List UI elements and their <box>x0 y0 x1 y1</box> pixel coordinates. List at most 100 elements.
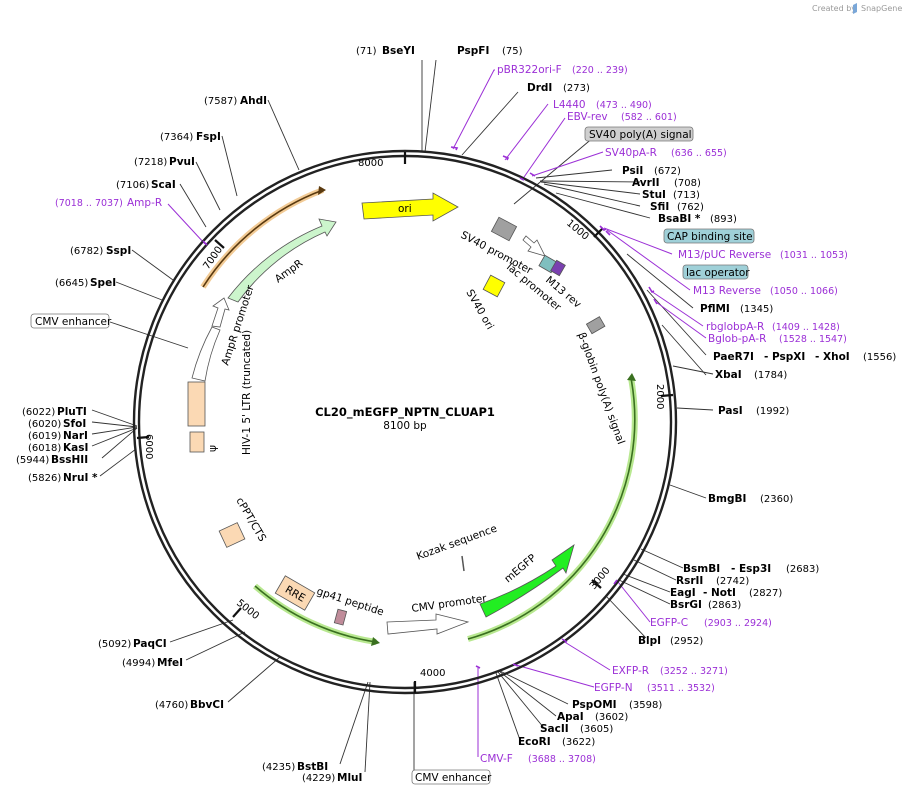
noti-name: - NotI <box>703 587 736 599</box>
bseyi-name: BseYI <box>382 45 415 57</box>
xbai-name: XbaI <box>715 369 742 381</box>
ecori-pos: (3622) <box>562 737 595 748</box>
gp41-label: gp41 peptide <box>315 585 385 618</box>
pvui-pos: (7218) <box>134 157 167 168</box>
pspfi-name: PspFI <box>457 45 489 57</box>
box-cmv-left: CMV enhancer <box>30 313 112 329</box>
eagi-name: EagI <box>670 587 696 599</box>
gp41-box <box>333 608 348 626</box>
bmgbi-name: BmgBI <box>708 493 746 505</box>
tick-6000: 6000 <box>143 434 154 459</box>
pbr322-name: pBR322ori-F <box>497 64 562 76</box>
bsmbi-name: BsmBI <box>683 563 720 575</box>
pspfi-pos: (75) <box>502 46 523 57</box>
tick-2000: 2000 <box>654 384 665 409</box>
m13-rev-box <box>550 259 566 277</box>
pspxi-name: - PspXI <box>764 351 805 363</box>
blpi-pos: (2952) <box>670 636 703 647</box>
apai-name: ApaI <box>557 711 584 723</box>
ebvrev-name: EBV-rev <box>567 111 608 123</box>
megfp-track <box>467 377 636 640</box>
sspi-name: SspI <box>106 245 131 257</box>
psi-box <box>189 431 205 453</box>
kozak-label: Kozak sequence <box>415 523 499 563</box>
spei-pos: (6645) <box>55 278 88 289</box>
ahdi-name: AhdI <box>240 95 267 107</box>
pspomi-pos: (3598) <box>629 700 662 711</box>
ebvrev-range: (582 .. 601) <box>621 112 677 123</box>
leader-lines <box>91 59 714 773</box>
bstbi-name: BstBI <box>297 761 328 773</box>
nrui-name: NruI * <box>63 472 98 484</box>
box-cap: CAP binding site <box>663 228 755 244</box>
ori-arrow <box>361 192 459 222</box>
rre-box <box>274 575 316 611</box>
m13puc-range: (1031 .. 1053) <box>780 250 848 261</box>
esp3i-name: - Esp3I <box>731 563 771 575</box>
pasi-pos: (1992) <box>756 406 789 417</box>
bstbi-pos: (4235) <box>262 762 295 773</box>
apai-pos: (3602) <box>595 712 628 723</box>
sv40pa-name: SV40pA-R <box>605 147 657 159</box>
ampr-track <box>202 189 324 288</box>
mfei-pos: (4994) <box>122 658 155 669</box>
box-cmv-bottom: CMV enhancer <box>411 769 492 785</box>
credit-text: Created by <box>812 4 856 13</box>
bbvci-name: BbvCI <box>190 699 224 711</box>
ampr-promoter-arrow <box>211 297 230 328</box>
paqci-name: PaqCI <box>133 638 167 650</box>
ltr-white-segment <box>191 326 221 382</box>
exfpr-range: (3252 .. 3271) <box>660 666 728 677</box>
ampr-primer-name: Amp-R <box>127 197 162 209</box>
fspi-pos: (7364) <box>160 132 193 143</box>
bsshii-name: BssHII <box>51 454 88 466</box>
sfoi-pos: (6020) <box>28 419 61 430</box>
avrii-name: AvrII <box>632 177 660 189</box>
bglob-name: Bglob-pA-R <box>708 333 766 345</box>
snapgene-logo-icon <box>853 3 857 14</box>
sspi-pos: (6782) <box>70 246 103 257</box>
megfp-track-arrowhead <box>627 373 636 381</box>
exfpr-name: EXFP-R <box>612 665 649 677</box>
bsabi-pos: (893) <box>710 214 737 225</box>
mlui-name: MluI <box>337 772 362 784</box>
kasi-pos: (6018) <box>28 443 61 454</box>
psii-name: PsiI <box>622 165 643 177</box>
cmv-left-label: CMV enhancer <box>35 316 112 328</box>
primer-lines <box>167 69 707 757</box>
bbvci-pos: (4760) <box>155 700 188 711</box>
egfpc-range: (2903 .. 2924) <box>704 618 772 629</box>
tick-marks <box>136 152 674 693</box>
ampr-primer-range: (7018 .. 7037) <box>55 198 123 209</box>
m13rev-name: M13 Reverse <box>693 285 761 297</box>
megfp-arrow <box>479 544 575 618</box>
sv40-ori-box <box>482 274 506 298</box>
bsshii-pos: (5944) <box>16 455 49 466</box>
hiv-ltr-label: HIV-1 5' LTR (truncated) <box>241 330 253 455</box>
scai-name: ScaI <box>151 179 176 191</box>
rsrii-name: RsrII <box>676 575 703 587</box>
stui-name: StuI <box>642 189 666 201</box>
avrii-pos: (708) <box>674 178 701 189</box>
m13puc-name: M13/pUC Reverse <box>678 249 771 261</box>
bseyi-pos: (71) <box>356 46 377 57</box>
drdi-name: DrdI <box>527 82 552 94</box>
stui-pos: (713) <box>673 190 700 201</box>
psii-pos: (672) <box>654 166 681 177</box>
bsrgi-pos: (2863) <box>708 600 741 611</box>
pflmi-name: PflMI <box>700 303 730 315</box>
box-lac-operator: lac operator <box>682 264 750 280</box>
l4440-name: L4440 <box>553 99 586 111</box>
plasmid-name: CL20_mEGFP_NPTN_CLUAP1 <box>315 405 495 420</box>
egfpn-name: EGFP-N <box>594 682 633 694</box>
psi-label: ψ <box>207 445 219 452</box>
ahdi-pos: (7587) <box>204 96 237 107</box>
nari-name: NarI <box>63 430 88 442</box>
sv40-ori-label: SV40 ori <box>463 288 496 332</box>
cmvf-name: CMV-F <box>480 753 513 765</box>
pflmi-pos: (1345) <box>740 304 773 315</box>
paqci-pos: (5092) <box>98 639 131 650</box>
tick-4000: 4000 <box>420 668 445 679</box>
bsabi-name: BsaBI * <box>658 213 701 225</box>
cmvf-range: (3688 .. 3708) <box>528 754 596 765</box>
